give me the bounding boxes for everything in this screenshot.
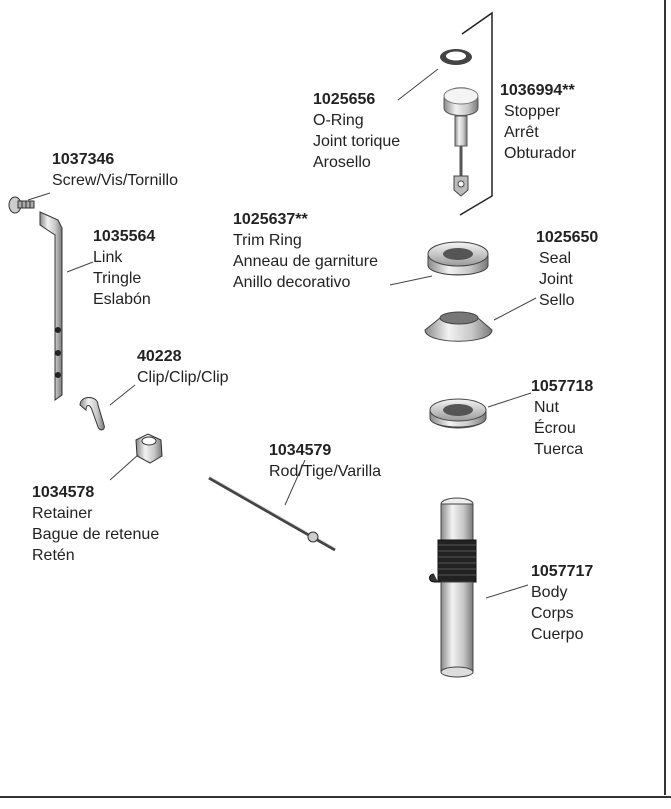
- seal-part: [424, 311, 493, 342]
- part-name: Joint torique: [313, 133, 401, 150]
- part-number: 1057717: [531, 563, 594, 580]
- screw-part: [8, 196, 35, 214]
- part-name: Arosello: [313, 154, 371, 171]
- part-name: Tringle: [93, 270, 142, 287]
- part-name: Corps: [531, 605, 574, 622]
- part-name: Rod/Tige/Varilla: [269, 463, 382, 480]
- part-name: Sello: [539, 292, 575, 309]
- part-name: Body: [531, 584, 568, 601]
- part-name: Clip/Clip/Clip: [137, 369, 229, 386]
- part-number: 1057718: [531, 378, 594, 395]
- stopper-part: [443, 87, 479, 197]
- part-label-rod: 1034579 Rod/Tige/Varilla: [269, 440, 381, 482]
- trim-ring-part: [427, 241, 489, 276]
- rod-part: [208, 475, 336, 552]
- body-part: [429, 497, 477, 678]
- part-number: 1025637**: [233, 211, 308, 228]
- part-number: 1025650: [536, 229, 599, 246]
- part-name: Trim Ring: [233, 232, 302, 249]
- part-name: Anillo decorativo: [233, 274, 351, 291]
- part-label-nut: 1057718 Nut Écrou Tuerca: [531, 376, 593, 460]
- part-number: 1035564: [93, 228, 156, 245]
- part-name: Stopper: [504, 103, 561, 120]
- part-label-seal: 1025650 Seal Joint Sello: [536, 227, 598, 311]
- part-name: Obturador: [504, 145, 577, 162]
- retainer-part: [135, 433, 163, 464]
- link-part: [39, 211, 63, 401]
- part-number: 1036994**: [500, 82, 575, 99]
- part-label-clip: 40228 Clip/Clip/Clip: [137, 346, 229, 388]
- part-name: Nut: [534, 399, 559, 416]
- part-name: Link: [93, 249, 123, 266]
- nut-part: [429, 398, 487, 429]
- part-label-trim-ring: 1025637** Trim Ring Anneau de garniture …: [233, 209, 378, 293]
- part-name: Tuerca: [534, 441, 584, 458]
- part-name: O-Ring: [313, 112, 364, 129]
- o-ring-part: [440, 49, 472, 65]
- part-name: Anneau de garniture: [233, 253, 378, 270]
- part-name: Écrou: [534, 420, 576, 437]
- part-label-stopper: 1036994** Stopper Arrêt Obturador: [500, 80, 576, 164]
- part-name: Cuerpo: [531, 626, 584, 643]
- part-name: Retén: [32, 547, 75, 564]
- part-label-retainer: 1034578 Retainer Bague de retenue Retén: [32, 482, 159, 566]
- leader-lines: [27, 68, 537, 599]
- part-number: 1037346: [52, 151, 115, 168]
- part-name: Arrêt: [504, 124, 539, 141]
- part-name: Eslabón: [93, 291, 151, 308]
- part-name: Screw/Vis/Tornillo: [52, 172, 178, 189]
- part-name: Retainer: [32, 505, 93, 522]
- stopper-bracket: [459, 11, 493, 216]
- part-label-screw: 1037346 Screw/Vis/Tornillo: [52, 149, 178, 191]
- part-label-link: 1035564 Link Tringle Eslabón: [93, 226, 155, 310]
- part-label-body: 1057717 Body Corps Cuerpo: [531, 561, 593, 645]
- part-label-o-ring: 1025656 O-Ring Joint torique Arosello: [313, 89, 400, 173]
- part-number: 1034578: [32, 484, 95, 501]
- part-number: 40228: [137, 348, 182, 365]
- part-name: Seal: [539, 250, 572, 267]
- part-number: 1034579: [269, 442, 332, 459]
- part-number: 1025656: [313, 91, 376, 108]
- part-name: Joint: [539, 271, 573, 288]
- clip-part: [79, 397, 105, 431]
- part-name: Bague de retenue: [32, 526, 160, 543]
